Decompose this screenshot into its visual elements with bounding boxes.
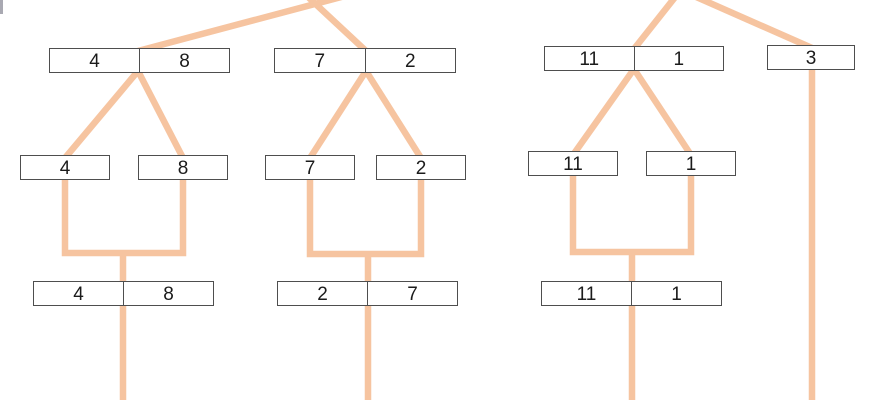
node-cell: 4 — [73, 283, 84, 305]
connector-line-top-single — [695, 0, 814, 51]
split-line-1 — [631, 67, 694, 157]
node-cell: 7 — [367, 282, 457, 305]
node-pair-11-1: 11 1 — [544, 46, 724, 71]
node-cell: 8 — [139, 49, 229, 72]
connector-line-top-left — [137, 0, 343, 55]
node-cell: 3 — [805, 47, 817, 69]
merge-bracket-left — [61, 178, 187, 257]
node-cell: 11 — [576, 283, 597, 305]
split-line-8 — [135, 69, 186, 160]
node-cell: 8 — [177, 157, 189, 179]
split-line-7 — [307, 69, 369, 160]
scrollbar-fragment — [0, 0, 3, 14]
node-single-8: 8 — [138, 155, 228, 180]
node-merged-11-1: 11 1 — [541, 281, 722, 306]
merge-bracket-mid — [306, 178, 425, 258]
node-cell: 1 — [685, 153, 697, 175]
node-single-1: 1 — [646, 151, 736, 176]
node-cell: 4 — [89, 50, 100, 72]
node-cell: 4 — [59, 157, 71, 179]
node-cell: 2 — [364, 49, 456, 72]
split-line-4 — [62, 68, 141, 161]
node-cell: 11 — [563, 153, 583, 175]
connector-line-top-mid — [306, 0, 369, 54]
split-line-2 — [363, 69, 424, 160]
merge-bracket-right — [569, 174, 695, 256]
node-pair-7-2: 7 2 — [274, 48, 456, 73]
node-cell: 7 — [314, 50, 326, 72]
node-merged-4-8: 4 8 — [33, 281, 214, 306]
node-single-2: 2 — [376, 155, 466, 180]
node-cell: 8 — [123, 282, 213, 305]
node-single-11: 11 — [528, 151, 618, 176]
node-pair-4-8: 4 8 — [49, 48, 230, 73]
split-line-11 — [570, 67, 637, 157]
node-cell: 7 — [304, 157, 316, 179]
node-merged-2-7: 2 7 — [277, 281, 458, 306]
node-single-3: 3 — [767, 45, 855, 70]
node-cell: 2 — [415, 157, 427, 179]
node-single-7: 7 — [265, 155, 355, 180]
node-single-4: 4 — [20, 155, 110, 180]
node-cell: 11 — [579, 48, 600, 70]
node-cell: 1 — [633, 47, 724, 70]
node-cell: 1 — [631, 282, 721, 305]
connector-line-top-right — [631, 0, 677, 52]
node-cell: 2 — [317, 283, 328, 305]
